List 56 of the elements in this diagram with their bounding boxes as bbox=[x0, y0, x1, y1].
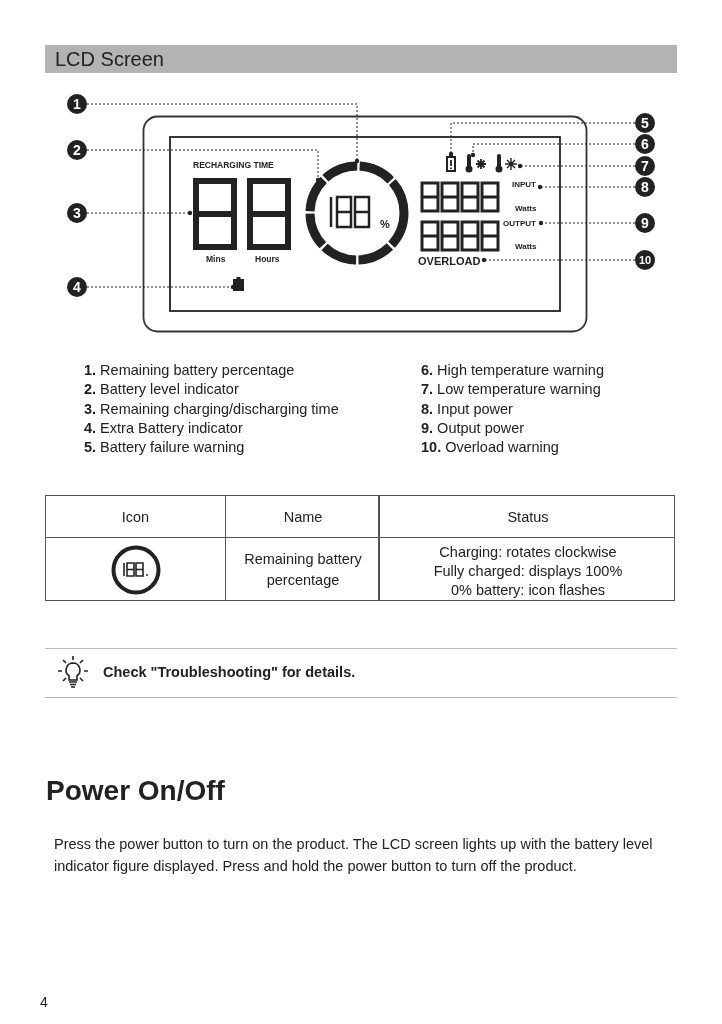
display-label: Mins bbox=[206, 254, 226, 264]
callout-number: 4 bbox=[67, 277, 87, 297]
display-label: % bbox=[380, 218, 390, 230]
column-header: Name bbox=[282, 508, 324, 527]
leader-line bbox=[86, 103, 360, 164]
leader-line bbox=[448, 122, 636, 157]
callout-number: 3 bbox=[67, 203, 87, 223]
leader-line bbox=[86, 210, 193, 216]
display-label: Watts bbox=[515, 204, 537, 213]
leader-line bbox=[517, 163, 636, 169]
display-label: RECHARGING TIME bbox=[193, 160, 274, 170]
leader-line bbox=[86, 284, 236, 290]
legend-item: 5. Battery failure warning bbox=[84, 439, 245, 456]
callout-number: 10 bbox=[635, 250, 655, 270]
table-text: Remaining battery percentage bbox=[243, 550, 363, 590]
thermometer-sun-icon bbox=[464, 153, 488, 173]
battery-warning-icon bbox=[446, 154, 456, 172]
thermometer-snowflake-icon bbox=[494, 153, 520, 173]
legend-item: 2. Battery level indicator bbox=[84, 381, 239, 398]
column-header: Status bbox=[506, 508, 550, 527]
legend-item: 6. High temperature warning bbox=[421, 362, 604, 378]
legend-item: 4. Extra Battery indicator bbox=[84, 419, 243, 436]
callout-number: 8 bbox=[635, 177, 655, 197]
status-text: Charging: rotates clockwise bbox=[439, 543, 617, 562]
column-header: Icon bbox=[120, 508, 151, 527]
legend-item: 9. Output power bbox=[421, 419, 525, 436]
legend-item: 10. Overload warning bbox=[421, 439, 559, 456]
leader-line bbox=[481, 257, 636, 263]
callout-number: 9 bbox=[635, 213, 655, 233]
legend-item: 3. Remaining charging/discharging time bbox=[84, 400, 339, 417]
callout-number: 6 bbox=[635, 134, 655, 154]
callout-number: 5 bbox=[635, 113, 655, 133]
callout-number: 1 bbox=[67, 94, 87, 114]
legend-item: 8. Input power bbox=[421, 400, 513, 417]
display-label: OUTPUT bbox=[503, 218, 536, 230]
leader-line bbox=[538, 220, 636, 226]
leader-line bbox=[537, 184, 636, 190]
display-label: INPUT bbox=[512, 179, 536, 191]
body-text: Press the power button to turn on the product. The LCD screen lights up with the battery level indicator figure displayed. Press and hold the power button to turn off the product. bbox=[54, 835, 654, 876]
callout-number: 7 bbox=[635, 156, 655, 176]
legend-item: 1. Remaining battery percentage bbox=[84, 362, 295, 378]
page-number: 4 bbox=[40, 994, 48, 1010]
section-heading: Power On/Off bbox=[46, 775, 225, 807]
leader-line bbox=[470, 143, 636, 158]
display-label: Watts bbox=[515, 242, 537, 251]
display-label: OVERLOAD bbox=[418, 254, 481, 268]
display-label: Hours bbox=[255, 254, 280, 264]
status-text: Fully charged: displays 100% bbox=[433, 562, 623, 581]
section-heading: LCD Screen bbox=[45, 45, 677, 73]
status-text: 0% battery: icon flashes bbox=[451, 581, 605, 600]
leader-line bbox=[86, 149, 321, 183]
battery-ring-icon bbox=[305, 161, 409, 265]
note-text: Check "Troubleshooting" for details. bbox=[103, 664, 356, 680]
battery-icon bbox=[233, 277, 244, 291]
legend-item: 7. Low temperature warning bbox=[421, 381, 601, 398]
callout-number: 2 bbox=[67, 140, 87, 160]
